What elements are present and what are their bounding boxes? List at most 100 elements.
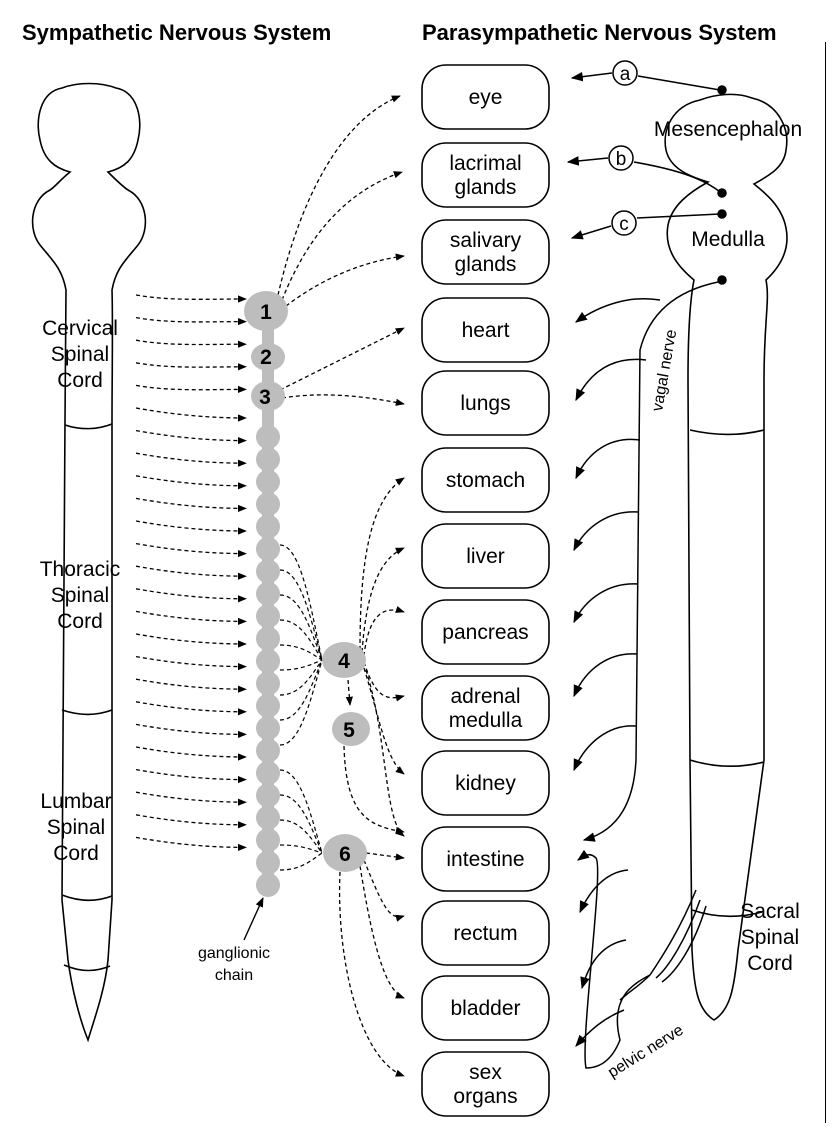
- chain-to-ganglion4-line: [280, 545, 322, 660]
- preganglionic-arrow: [136, 431, 246, 441]
- preganglionic-arrow: [136, 634, 246, 644]
- svg-text:chain: chain: [215, 967, 253, 984]
- preganglionic-arrows: [136, 295, 246, 847]
- marker-a: a: [572, 61, 726, 94]
- organ-label: lungs: [460, 392, 510, 415]
- preganglionic-arrow: [136, 837, 246, 847]
- svg-text:5: 5: [343, 719, 355, 742]
- postganglionic-arrow: [344, 746, 404, 832]
- organ-pancreas: pancreas: [422, 600, 549, 664]
- preganglionic-arrow: [136, 521, 246, 531]
- marker-b: b: [568, 146, 726, 197]
- preganglionic-arrow: [136, 770, 246, 780]
- svg-text:Cervical: Cervical: [42, 317, 118, 340]
- organ-list: eyelacrimalglandssalivaryglandsheartlung…: [422, 65, 549, 1116]
- organ-label: stomach: [446, 469, 525, 492]
- preganglionic-arrow: [136, 747, 246, 757]
- cervical-spinal-label: Cervical Spinal Cord: [42, 317, 118, 392]
- preganglionic-arrow: [136, 702, 246, 712]
- ganglion-6: 6: [323, 834, 367, 872]
- organ-label: adrenal: [450, 685, 520, 708]
- postganglionic-arrow: [366, 670, 404, 836]
- chain-to-ganglion6-line: [280, 853, 322, 870]
- vagal-nerve-label: vagal nerve: [649, 328, 680, 413]
- right-border-line: [825, 42, 826, 1123]
- svg-text:2: 2: [260, 346, 272, 369]
- sympathetic-header: Sympathetic Nervous System: [22, 20, 331, 45]
- organ-rectum: rectum: [422, 901, 549, 965]
- svg-text:c: c: [619, 214, 629, 235]
- preganglionic-arrow: [136, 544, 246, 554]
- preganglionic-arrow: [136, 318, 246, 322]
- svg-text:ganglionic: ganglionic: [198, 945, 270, 962]
- svg-text:Mesencephalon: Mesencephalon: [654, 118, 802, 141]
- organ-label: glands: [455, 176, 517, 199]
- chain-to-ganglion4-line: [280, 570, 322, 660]
- preganglionic-arrow: [136, 792, 246, 802]
- organ-stomach: stomach: [422, 448, 549, 512]
- organ-lungs: lungs: [422, 371, 549, 435]
- postganglionic-arrow: [282, 172, 402, 300]
- svg-text:a: a: [620, 64, 631, 85]
- preganglionic-arrow: [136, 476, 246, 486]
- postganglionic-arrow: [280, 328, 404, 390]
- svg-text:Medulla: Medulla: [691, 228, 765, 251]
- ganglion-4: 4: [322, 642, 366, 678]
- svg-text:4: 4: [338, 650, 350, 673]
- postganglionic-arrow: [360, 478, 404, 650]
- svg-text:Cord: Cord: [747, 952, 793, 975]
- postganglionic-arrow: [364, 662, 404, 698]
- organ-bladder: bladder: [422, 976, 549, 1040]
- parasympathetic-header: Parasympathetic Nervous System: [422, 20, 777, 45]
- svg-text:6: 6: [339, 843, 351, 866]
- preganglionic-arrow: [136, 453, 246, 463]
- preganglionic-arrow: [136, 724, 246, 734]
- postganglionic-arrow: [278, 96, 400, 295]
- vagal-nerve: [574, 276, 726, 840]
- preganglionic-arrow: [136, 363, 246, 367]
- chain-to-ganglion6-line: [280, 770, 322, 853]
- postganglionic-arrow: [366, 853, 404, 858]
- ganglion-5: 5: [332, 712, 370, 746]
- postganglionic-arrow: [282, 395, 404, 404]
- mesencephalon-label: Mesencephalon: [654, 118, 802, 141]
- ganglion-3: 3: [251, 381, 285, 411]
- preganglionic-arrow: [136, 589, 246, 599]
- ganglion-1: 1: [244, 291, 288, 331]
- thoracic-spinal-label: Thoracic Spinal Cord: [40, 558, 121, 633]
- postganglionic-arrow: [348, 680, 350, 705]
- chain-to-ganglion6-line: [280, 845, 322, 853]
- svg-text:b: b: [616, 149, 627, 170]
- svg-text:Spinal: Spinal: [47, 816, 105, 839]
- svg-text:Spinal: Spinal: [51, 343, 109, 366]
- preganglionic-arrow: [136, 566, 246, 576]
- postganglionic-arrow: [340, 872, 404, 1076]
- organ-label: medulla: [449, 709, 523, 732]
- svg-text:Sacral: Sacral: [740, 900, 800, 923]
- postganglionic-arrow: [360, 866, 404, 998]
- preganglionic-arrow: [136, 611, 246, 621]
- lumbar-spinal-label: Lumbar Spinal Cord: [40, 790, 111, 865]
- ganglionic-chain-label: ganglionic chain: [198, 898, 270, 984]
- chain-to-ganglion4-line: [280, 660, 322, 720]
- organ-intestine: intestine: [422, 827, 549, 891]
- preganglionic-arrow: [136, 679, 246, 689]
- organ-label: pancreas: [442, 621, 528, 644]
- medulla-label: Medulla: [691, 228, 765, 251]
- svg-text:Cord: Cord: [53, 842, 99, 865]
- organ-salivary-glands: salivaryglands: [422, 220, 549, 284]
- svg-text:Spinal: Spinal: [741, 926, 799, 949]
- organ-label: eye: [469, 86, 503, 109]
- preganglionic-arrow: [136, 340, 246, 344]
- chain-to-ganglion4-line: [280, 660, 322, 745]
- postganglionic-arrow: [286, 256, 404, 306]
- svg-text:Lumbar: Lumbar: [40, 790, 111, 813]
- organ-label: glands: [455, 253, 517, 276]
- chain-to-ganglion4-line: [280, 645, 322, 660]
- ganglion-2: 2: [251, 343, 285, 371]
